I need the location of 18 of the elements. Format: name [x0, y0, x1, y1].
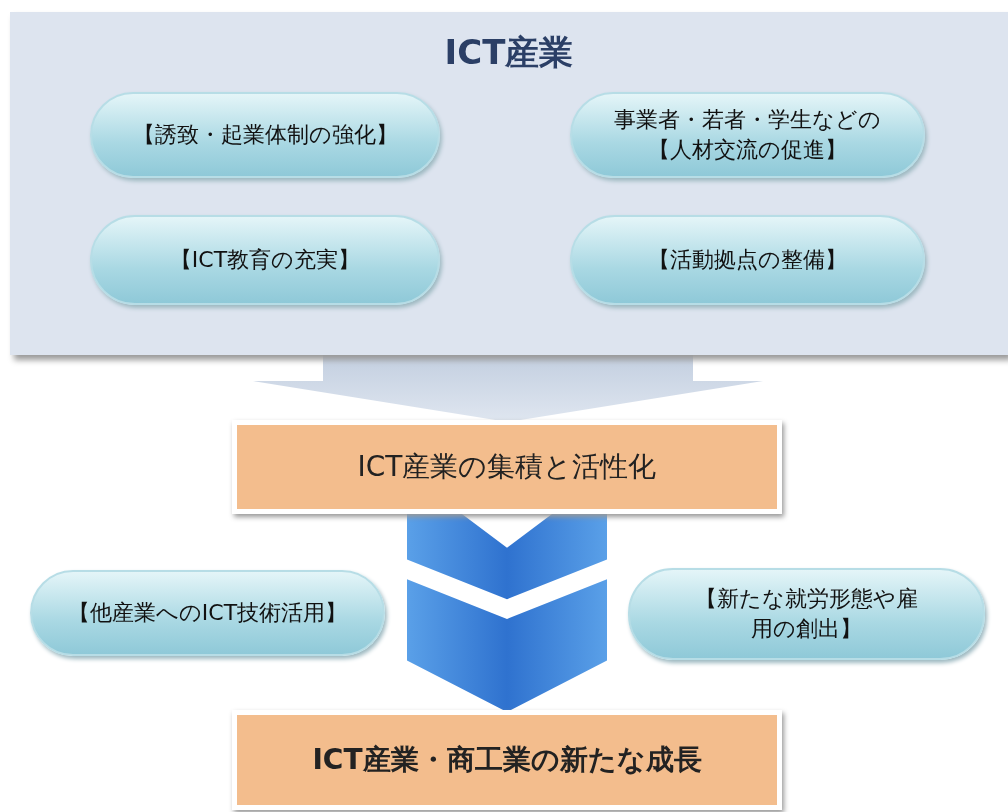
pill-text: 【ICT教育の充実】: [169, 246, 361, 275]
chevron-arrow: [407, 514, 607, 712]
effect-pill: [30, 570, 385, 656]
effect-pill: [628, 568, 985, 660]
block-arrow: [253, 355, 763, 422]
goal-pill: [90, 92, 440, 178]
pill-text: 【活動拠点の整備】: [648, 246, 847, 275]
background-panel: [10, 12, 1008, 355]
box-text: ICT産業・商工業の新たな成長: [312, 742, 702, 778]
pill-text: 事業者・若者・学生などの【人材交流の促進】: [613, 106, 882, 164]
box-text: ICT産業の集積と活性化: [357, 449, 657, 485]
pill-text: 【他産業へのICT技術活用】: [67, 599, 348, 628]
goal-pill: [90, 215, 440, 305]
goal-pill: [570, 92, 925, 178]
panel-heading: ICT産業: [444, 31, 574, 74]
pill-text: 【新たな就労形態や雇用の創出】: [694, 585, 919, 643]
pill-text: 【誘致・起業体制の強化】: [132, 121, 398, 150]
goal-pill: [570, 215, 925, 305]
